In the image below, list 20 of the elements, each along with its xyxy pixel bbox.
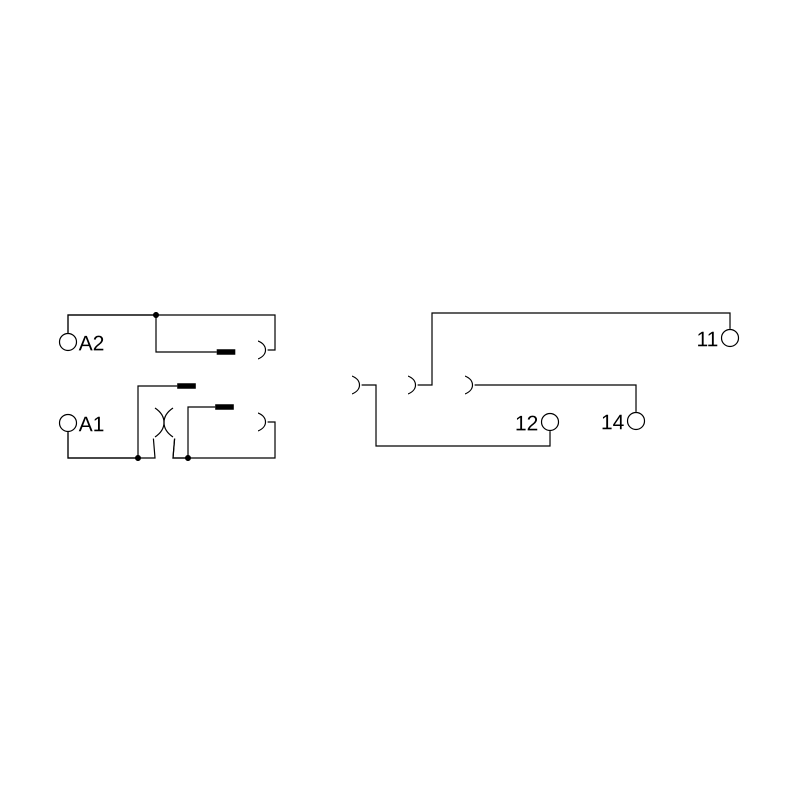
terminal-label: 14 [602, 414, 624, 430]
terminal-label: 11 [698, 332, 718, 346]
terminal-label: A2 [78, 336, 104, 350]
plug-pin [216, 349, 236, 355]
wire [362, 384, 551, 447]
wire [67, 385, 178, 459]
plug-pin [177, 383, 196, 389]
socket-contact [352, 375, 360, 395]
socket-contact [258, 412, 266, 432]
socket-contact [258, 340, 266, 360]
wire [474, 384, 637, 412]
wire [67, 314, 217, 353]
socket-contact [465, 375, 474, 395]
wire [172, 421, 276, 459]
plug-pin [215, 404, 234, 410]
crossed-contact [154, 408, 174, 438]
wire [418, 312, 731, 386]
terminal-label: 12 [516, 416, 538, 430]
socket-contact [408, 375, 416, 395]
terminal-label: A1 [78, 416, 104, 432]
